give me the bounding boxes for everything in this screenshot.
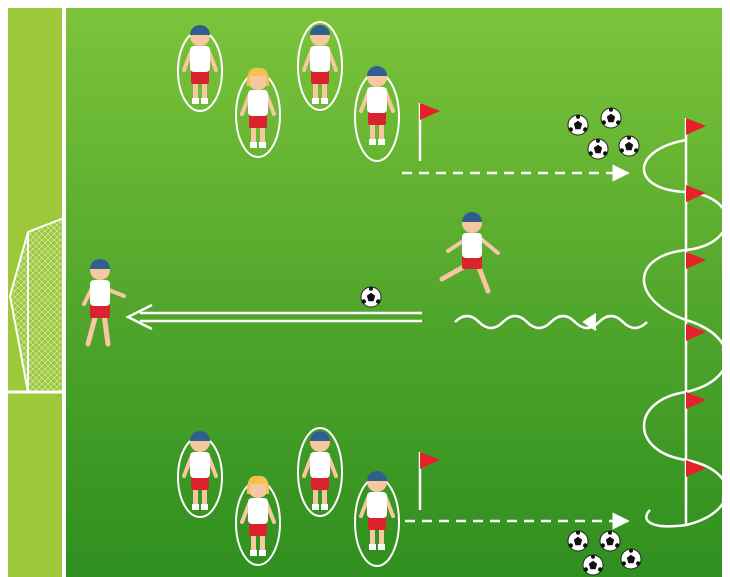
soccer-ball-icon xyxy=(601,108,621,128)
soccer-ball-icon xyxy=(588,139,608,159)
soccer-ball-icon xyxy=(568,115,588,135)
soccer-ball-icon xyxy=(583,555,603,575)
soccer-ball-icon xyxy=(568,531,588,551)
soccer-ball-icon xyxy=(361,287,381,307)
soccer-ball-icon xyxy=(621,549,641,569)
soccer-ball-icon xyxy=(619,136,639,156)
soccer-ball-icon xyxy=(600,531,620,551)
